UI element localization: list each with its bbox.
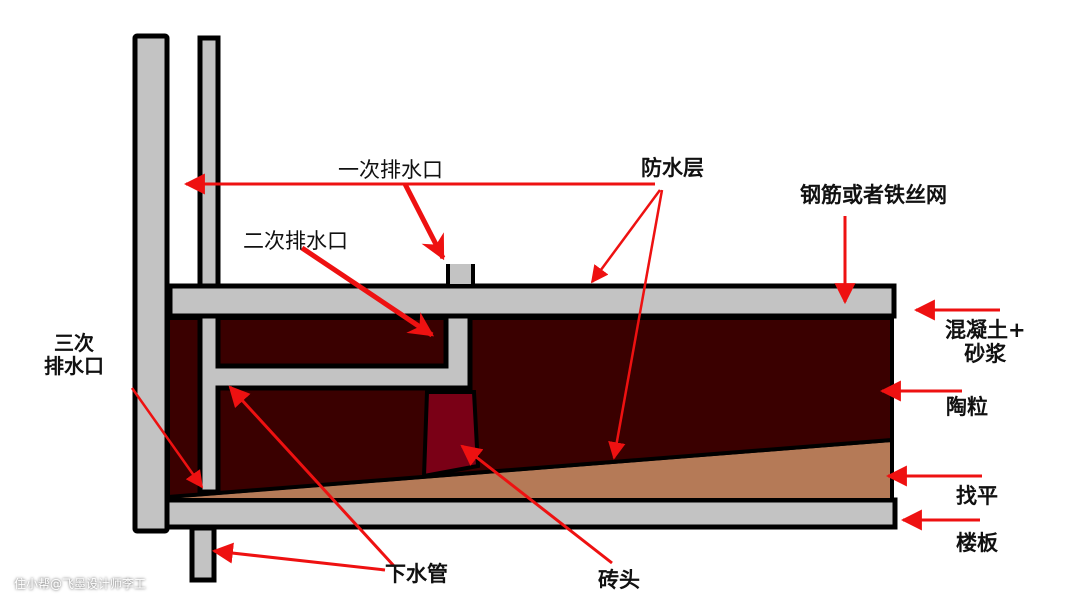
label-leveling: 找平 [956, 484, 998, 508]
arrow-waterproof-slab [590, 189, 662, 284]
drain-pipe-network [197, 35, 221, 289]
floor-slab [132, 497, 898, 530]
arrow-secondary-drain [300, 245, 435, 338]
arrow-primary-drain [402, 182, 446, 261]
label-concrete-mortar: 混凝土+ 砂浆 [945, 318, 1026, 367]
arrow-drain-pipe-lower [211, 542, 386, 572]
arrow-waterproof-slope [608, 189, 664, 460]
label-drain-pipe: 下水管 [385, 562, 448, 586]
drain-pipe-lower [189, 525, 217, 583]
label-ceramsite: 陶粒 [946, 395, 988, 419]
brick [421, 390, 481, 479]
arrow-brick [460, 444, 613, 565]
watermark: 住小帮@飞墨设计师李工 [14, 577, 147, 591]
label-primary-drain: 一次排水口 [338, 158, 443, 182]
arrow-drain-pipe-upper [228, 385, 396, 568]
label-tertiary-drain: 三次 排水口 [44, 331, 104, 378]
label-floor-slab: 楼板 [956, 531, 998, 555]
drain-pipe-branch [197, 313, 473, 495]
leader-arrows [130, 173, 1000, 572]
label-waterproof-layer: 防水层 [641, 156, 704, 180]
label-rebar-mesh: 钢筋或者铁丝网 [800, 183, 947, 207]
concrete-mortar-layer [167, 283, 897, 319]
arrow-tertiary-drain [130, 387, 204, 489]
wall [132, 33, 170, 534]
primary-drain-outlet [446, 264, 475, 288]
label-brick: 砖头 [598, 568, 640, 592]
label-secondary-drain: 二次排水口 [243, 229, 348, 253]
